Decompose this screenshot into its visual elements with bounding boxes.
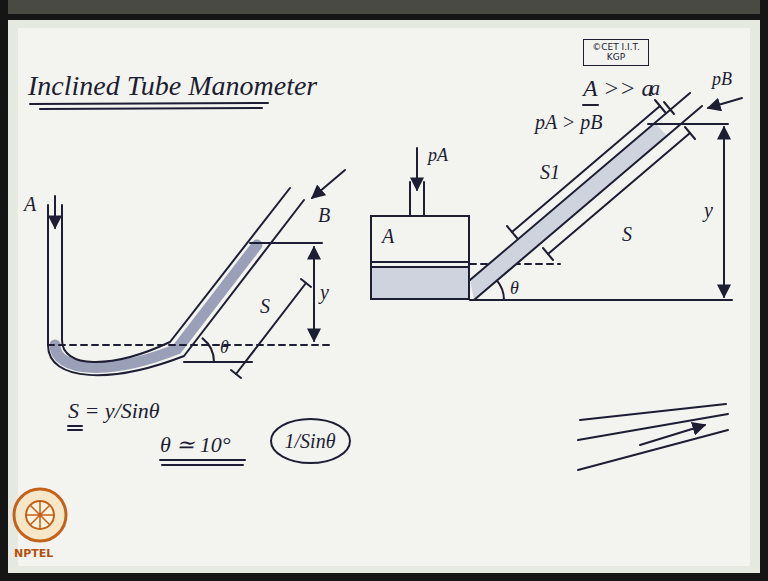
area-condition: A >> a [583, 76, 654, 100]
circled-factor: 1/Sinθ [270, 418, 351, 464]
area-label: A [382, 225, 394, 247]
pressure-label: A [24, 194, 36, 214]
pressure-label: pA [428, 146, 448, 164]
area-label: a [650, 78, 660, 98]
dimension-label: S [622, 224, 632, 244]
dimension-label: S1 [540, 162, 560, 182]
emphasis-underline [583, 104, 598, 106]
logo-ring [14, 489, 66, 541]
stamp-text: ©CET I.I.T. KGP [588, 42, 644, 63]
dimension-line [236, 283, 306, 374]
top-strip [8, 0, 760, 14]
dimension-line [512, 106, 660, 232]
page-sheet [18, 28, 750, 566]
pressure-condition: pA > pB [535, 112, 603, 132]
dimension-label: S [260, 296, 270, 316]
reservoir-level [372, 262, 468, 267]
logo-text: NPTEL [14, 548, 53, 559]
copyright-stamp: ©CET I.I.T. KGP [583, 39, 649, 66]
tube-fluid [470, 123, 667, 300]
reservoir-box: A [370, 215, 470, 300]
pressure-label: pB [712, 70, 732, 88]
leader-line [664, 102, 674, 114]
circle-outline [271, 419, 350, 463]
tube-wall [48, 200, 304, 375]
angle-base [184, 361, 252, 363]
page-title: Inclined Tube Manometer [28, 72, 317, 100]
dimension-tick [231, 279, 311, 378]
dimension-line [723, 127, 725, 297]
emphasis-underline [160, 460, 245, 465]
dimension-label: y [320, 282, 329, 302]
dimension-tick [543, 127, 695, 260]
dimension-line [313, 247, 315, 341]
angle-label: θ [510, 279, 519, 297]
title-underline [30, 103, 268, 104]
sketch-arrow [640, 425, 705, 445]
sketch-line [578, 430, 728, 470]
tube-wall [470, 93, 690, 280]
base-line [470, 299, 732, 301]
dimension-label: y [704, 200, 713, 220]
tube-wall [62, 188, 290, 362]
logo-spokes [26, 501, 54, 529]
logo-ring [26, 501, 54, 529]
dimension-line [548, 133, 690, 254]
formula: S = y/Sinθ [68, 400, 160, 422]
angle-arc [203, 338, 215, 362]
pressure-arrow [312, 170, 345, 198]
datum-line [48, 344, 330, 346]
pressure-arrow [416, 148, 418, 190]
tube-wall [474, 106, 702, 300]
nptel-logo [14, 489, 66, 541]
angle-arc [497, 281, 504, 300]
title-underline [40, 108, 262, 109]
point-label: B [318, 205, 330, 225]
notebook-page [8, 20, 760, 573]
level-line [648, 123, 728, 125]
angle-label: θ [220, 338, 229, 356]
reservoir-fluid [372, 267, 468, 298]
angle-note: θ ≃ 10° [160, 434, 231, 456]
emphasis-underline [68, 426, 82, 430]
pressure-arrow [708, 98, 742, 108]
pressure-arrow [54, 196, 56, 228]
level-line [250, 242, 322, 244]
factor-text: 1/Sinθ [285, 430, 336, 452]
dimension-tick [507, 100, 665, 238]
